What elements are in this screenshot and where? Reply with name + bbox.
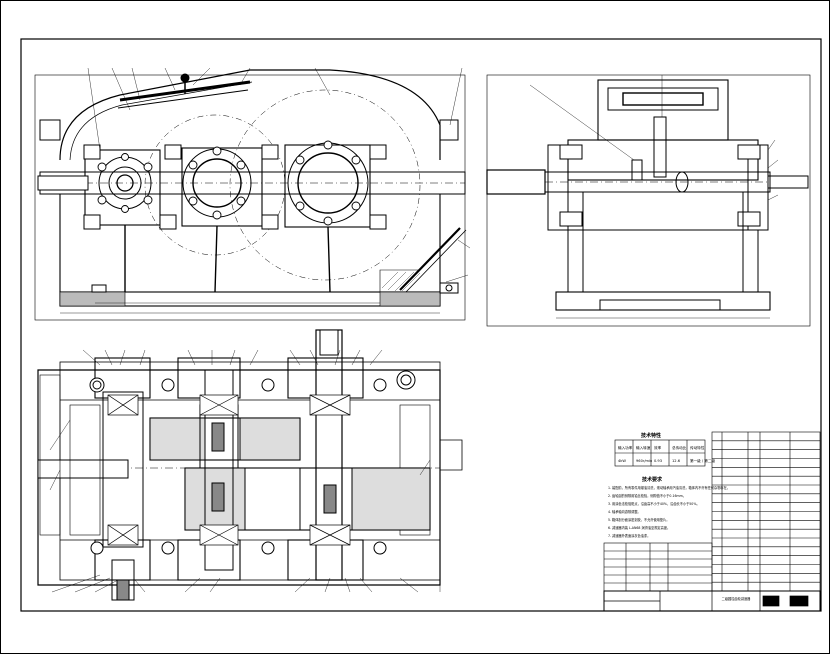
- requirements-title: 技术要求: [642, 476, 663, 483]
- plan-section-view: [37, 329, 463, 601]
- requirement-3: 3. 用涂色法检验斑点，沿齿高不小于40%，沿齿长不小于50%。: [608, 501, 700, 506]
- title-block-name: 二级圆柱齿轮减速器: [722, 596, 751, 601]
- tech-characteristics-table: 技术特性 输入功率 输入转速 效率 总传动比 传动特性 4kW 960r/min…: [614, 432, 715, 467]
- requirement-4: 4. 轴承轴向游隙调整。: [608, 509, 641, 514]
- requirement-1: 1. 装配前，所有零件用煤油清洗，滚动轴承用汽油清洗，箱体内不许有任何杂物存在。: [608, 485, 730, 490]
- tech-value-4: 第一级 / 第二级: [690, 458, 715, 463]
- tech-header-0: 输入功率: [618, 445, 633, 450]
- tech-value-1: 960r/min: [636, 459, 652, 463]
- requirement-2: 2. 齿轮副的侧隙用铅丝检验，侧隙值不小于0.16mm。: [608, 493, 686, 498]
- requirement-6: 6. 减速器内装 L-AN68 润滑油至规定高度。: [608, 525, 670, 530]
- title-block: [603, 590, 821, 612]
- requirement-5: 5. 箱体剖分面涂密封胶，不允许使用垫片。: [608, 517, 669, 522]
- side-view: [486, 74, 811, 327]
- lower-parts-table: [603, 542, 713, 592]
- tech-value-3: 12.6: [672, 459, 681, 463]
- tech-table-title: 技术特性: [641, 432, 661, 439]
- technical-requirements: 技术要求 1. 装配前，所有零件用煤油清洗，滚动轴承用汽油清洗，箱体内不许有任何…: [608, 476, 730, 538]
- tech-header-1: 输入转速: [636, 445, 651, 450]
- tech-header-3: 总传动比: [672, 445, 687, 450]
- tech-value-2: 0.93: [654, 459, 662, 463]
- tech-value-0: 4kW: [618, 459, 626, 463]
- front-view: [34, 67, 471, 321]
- parts-list: [711, 431, 821, 592]
- tech-header-4: 传动特性: [690, 445, 705, 450]
- requirement-7: 7. 减速器外表面涂灰色油漆。: [608, 533, 650, 538]
- tech-header-2: 效率: [654, 445, 662, 450]
